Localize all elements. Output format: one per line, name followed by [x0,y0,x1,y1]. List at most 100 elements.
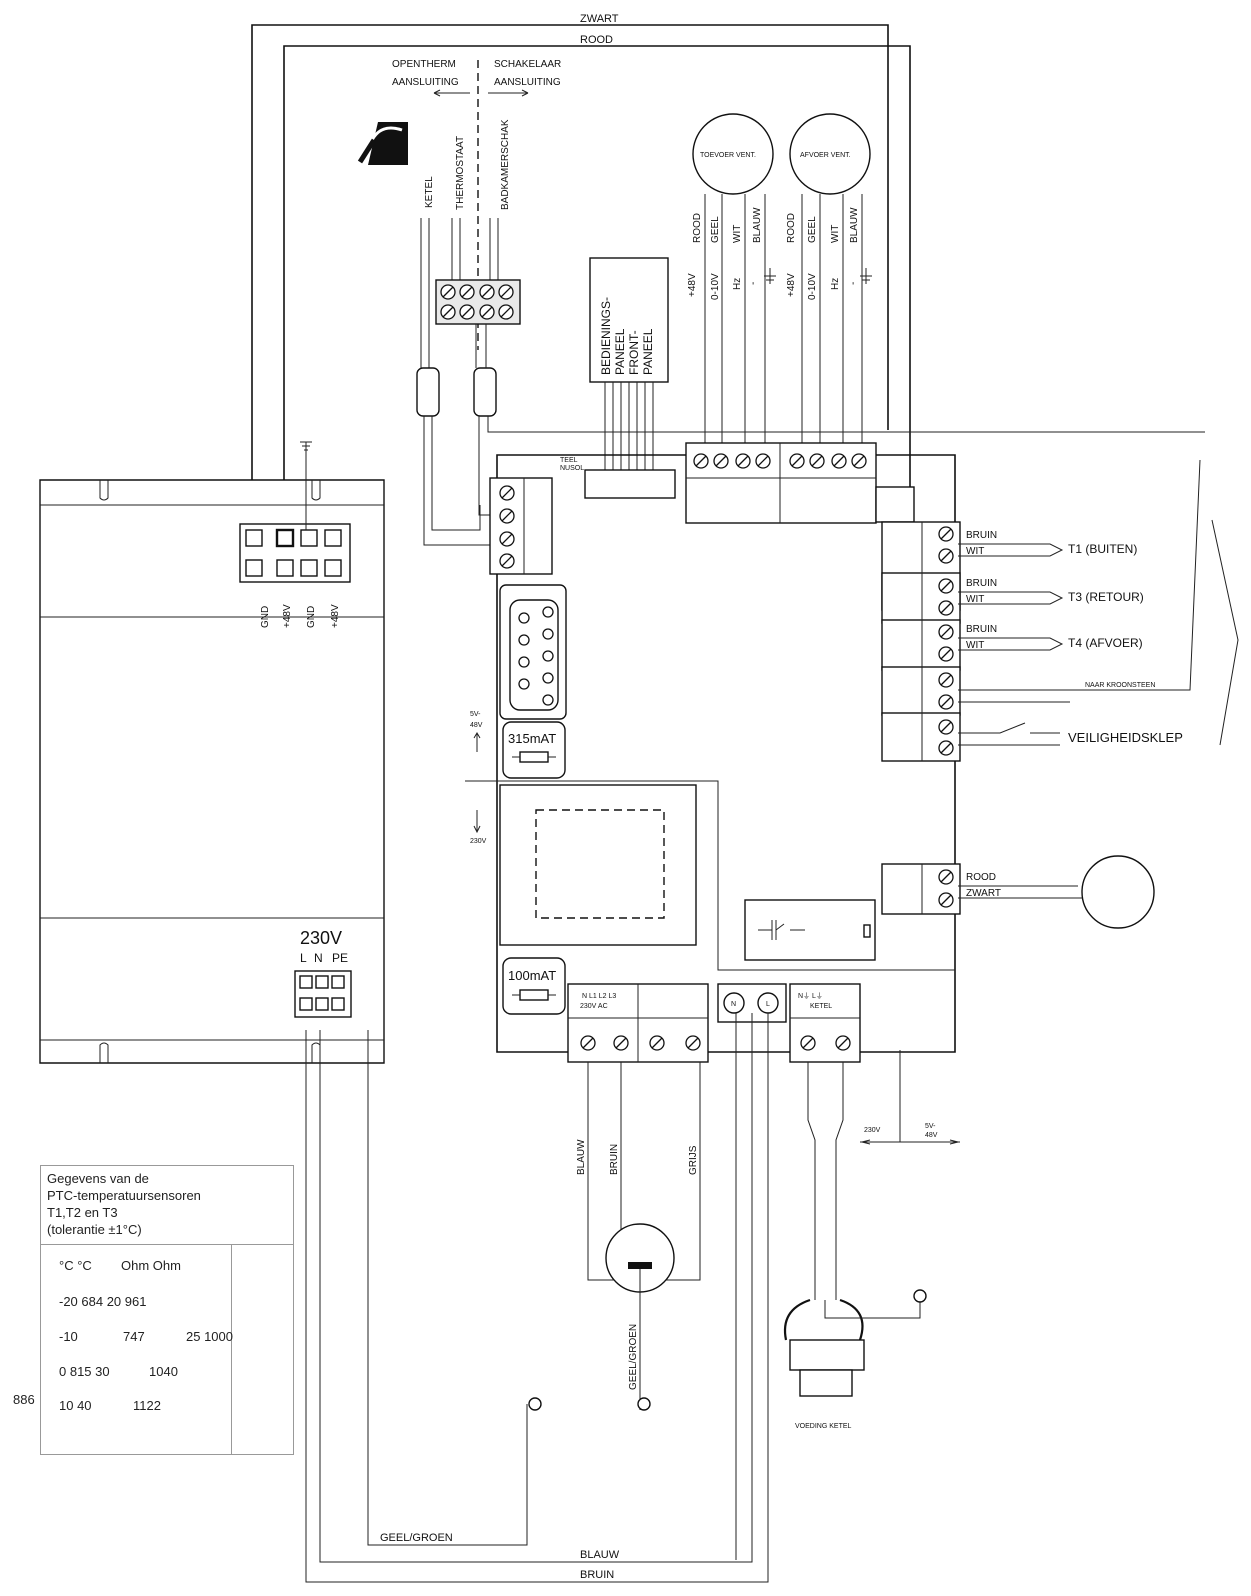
bypass-wire-zwart: ZWART [966,888,1001,899]
supply-sig-48v: +48V [687,273,698,297]
volt-mark-5v: 5V- [470,711,481,718]
thermostaat-label: THERMOSTAAT [455,136,466,210]
exhaust-sig-010v: 0-10V [807,273,818,300]
table-stray-value: 886 [13,1392,35,1407]
wire-grijs-label: GRIJS [688,1145,699,1175]
header-celsius: °C °C [59,1258,92,1273]
schakelaar-label: SCHAKELAAR [494,59,561,70]
psu-pin-gnd-2: GND [306,606,317,628]
supply-sig-hz: Hz [732,278,743,290]
sensor-t4-label: T4 (AFVOER) [1068,636,1143,650]
supply-wire-geel: GEEL [710,216,721,243]
table-row: 0 815 30 [59,1364,110,1379]
supply-wire-wit: WIT [732,225,743,243]
supply-wire-blauw: BLAUW [752,207,763,243]
fuse-100-label: 100mAT [508,968,556,983]
panel-label-4: PANEEL [641,328,655,375]
arrow-230v-bottom: 230V [864,1127,881,1134]
ketel-terminal-label: KETEL [810,1003,832,1010]
sensor-wiring: BRUIN WIT T1 (BUITEN) BRUIN WIT T3 (RETO… [958,459,1239,929]
table-row: 10 40 [59,1398,92,1413]
bottom-geelgroen-label: GEEL/GROEN [380,1532,453,1544]
sensor3-wire1: BRUIN [966,578,997,589]
psu-pin-48v-2: +48V [330,604,341,628]
bottom-blauw-label: BLAUW [580,1549,620,1561]
kroonsteen-label: NAAR KROONSTEEN [1085,682,1155,689]
ketel-terminal-pins: N⏚ L⏚ [798,992,823,1000]
fuse-315-label: 315mAT [508,731,556,746]
neutral-marker: N [731,1001,736,1008]
exhaust-sig-hz: Hz [830,278,841,290]
panel-label-2: PANEEL [613,328,627,375]
caption-line-4: (tolerantie ±1°C) [47,1222,142,1237]
caption-line-1: Gegevens van de [47,1171,149,1186]
caption-line-2: PTC-temperatuursensoren [47,1188,201,1203]
logo-icon [357,122,408,165]
mains-terminal-label: 230V AC [580,1003,608,1010]
psu-mains-label: 230V [300,928,342,948]
live-marker: L [766,1001,770,1008]
supply-wire-rood: ROOD [692,213,703,243]
sensor1-wire2: WIT [966,546,984,557]
sensor1-wire1: BRUIN [966,530,997,541]
table-cell: 1122 [133,1398,161,1413]
table-row: -20 684 20 961 [59,1294,147,1309]
power-supply-unit: GND +48V GND +48V 230V L N PE [39,441,385,1064]
sensor-t3-label: T3 (RETOUR) [1068,590,1144,604]
header-ohm: Ohm Ohm [121,1258,181,1273]
exhaust-sig-48v: +48V [786,273,797,297]
wire-bruin-label: BRUIN [609,1144,620,1175]
supply-sig-010v: 0-10V [710,273,721,300]
sensor-t1-label: T1 (BUITEN) [1068,542,1137,556]
caption-line-3: T1,T2 en T3 [47,1205,118,1220]
bypass-wire-rood: ROOD [966,872,996,883]
arrow-48v-bottom: 48V [925,1132,938,1139]
panel-label-1: BEDIENINGS- [599,297,613,375]
mains-terminal-pins: N L1 L2 L3 [582,993,616,1000]
wire-geelgroen-label: GEEL/GROEN [628,1324,639,1390]
psu-pin-48v-1: +48V [282,604,293,628]
psu-pin-l: L [300,951,307,965]
exhaust-wire-rood: ROOD [786,213,797,243]
arrow-5v-bottom: 5V- [925,1123,936,1130]
voeding-ketel-label: VOEDING KETEL [795,1423,852,1430]
panel-label-3: FRONT- [627,330,641,375]
table-cell: 747 [123,1329,145,1344]
safety-valve-label: VEILIGHEIDSKLEP [1068,730,1183,745]
supply-fan: TOEVOER VENT. ROOD GEEL WIT BLAUW +48V 0… [687,113,776,460]
volt-mark-48v: 48V [470,722,483,729]
exhaust-wire-geel: GEEL [807,216,818,243]
psu-pin-pe: PE [332,951,348,965]
sensor3-wire2: WIT [966,594,984,605]
exhaust-wire-wit: WIT [830,225,841,243]
wire-blauw-label: BLAUW [576,1139,587,1175]
badkamerschak-label: BADKAMERSCHAK [500,119,511,210]
bottom-bruin-label: BRUIN [580,1569,614,1581]
wire-label-zwart: ZWART [580,13,619,25]
sensor4-wire2: WIT [966,640,984,651]
table-cell: 25 1000 [186,1329,233,1344]
psu-pin-gnd-1: GND [260,606,271,628]
psu-pin-n: N [314,951,323,965]
exhaust-wire-blauw: BLAUW [849,207,860,243]
top-wires: ZWART ROOD [251,13,911,530]
supply-fan-label: TOEVOER VENT. [700,152,756,159]
opentherm-label: OPENTHERM [392,59,456,70]
opentherm-schakelaar-area: OPENTHERM AANSLUITING SCHAKELAAR AANSLUI… [357,59,1205,546]
ptc-table-caption: Gegevens van de PTC-temperatuursensoren … [47,1170,287,1238]
sensor4-wire1: BRUIN [966,624,997,635]
schakelaar-sublabel: AANSLUITING [494,77,561,88]
table-row: -10 [59,1329,78,1344]
bottom-wiring: BLAUW BRUIN GRIJS GEEL/GROEN GEEL/GROEN … [305,1013,960,1583]
opentherm-sublabel: AANSLUITING [392,77,459,88]
exhaust-fan-label: AFVOER VENT. [800,152,851,159]
volt-mark-230v: 230V [470,838,487,845]
ptc-sensor-table: Gegevens van de PTC-temperatuursensoren … [40,1165,294,1455]
ketel-label: KETEL [424,176,435,208]
exhaust-sig-minus: - [848,282,859,285]
table-cell: 1040 [149,1364,178,1379]
exhaust-fan: AFVOER VENT. ROOD GEEL WIT BLAUW +48V 0-… [786,113,872,460]
